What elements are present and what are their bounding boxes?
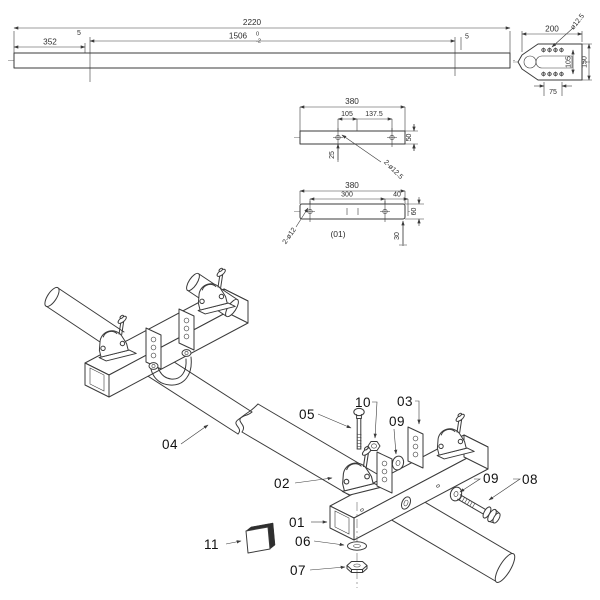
detail-bar-upper: 380 105 137.5 50 25 2-ø12.5 [294, 97, 418, 181]
part-label-03: 03 [397, 394, 413, 409]
part-label-04: 04 [162, 437, 178, 452]
end-plate-hole [523, 55, 537, 69]
part-label-06: 06 [295, 534, 311, 549]
tube-hole [360, 508, 364, 512]
dim-left-offset: 352 [43, 38, 57, 47]
dim-mid-tol-upper: 0 [256, 32, 259, 38]
dim-plate-holes: ø12.5 [570, 13, 587, 31]
part-label-08: 08 [522, 472, 538, 487]
detail-upper-outline [299, 130, 406, 145]
dim-plate-height: 150 [582, 56, 589, 68]
plate-03 [407, 426, 424, 469]
dim-plate-width: 200 [545, 25, 559, 34]
dim-d2-edge: 30 [394, 232, 401, 240]
end-plate-drill-holes [541, 47, 564, 77]
face-washer [400, 496, 412, 510]
dim-d1-offset-b: 137.5 [365, 111, 383, 118]
pipe-break-symbol [235, 411, 253, 435]
nut-10 [367, 441, 381, 451]
part-label-02: 02 [274, 476, 290, 491]
dim-mid-tol-lower: -2 [256, 39, 261, 45]
isometric-exploded-view: 01 02 03 04 05 06 07 08 09 09 10 11 [44, 266, 538, 588]
dim-plate-inner-height: 105 [566, 56, 573, 68]
nut-07 [346, 561, 368, 573]
end-cap-11 [245, 522, 276, 554]
dim-gap-left: 5 [77, 30, 81, 37]
dim-plate-pitch: 75 [549, 89, 557, 96]
tube-hole [436, 484, 440, 488]
dim-d2-holes: 2-ø12 [282, 227, 298, 246]
dim-d1-edge: 25 [329, 151, 336, 159]
bolt-05 [353, 407, 365, 450]
dim-d1-height: 50 [406, 134, 413, 142]
part-label-09-left: 09 [389, 414, 405, 429]
bolt-08 [457, 494, 501, 524]
part-callouts: 01 02 03 04 05 06 07 08 09 09 10 11 [162, 394, 538, 578]
part-label-05: 05 [299, 407, 315, 422]
dim-mid-length: 1506 [229, 32, 248, 41]
dim-d1-length: 380 [345, 97, 359, 106]
dim-d2-length: 380 [345, 181, 359, 190]
dim-d1-holes: 2-ø12.5 [382, 159, 404, 181]
part-label-01: 01 [289, 515, 305, 530]
detail-lower-ref: (01) [330, 229, 345, 239]
end-plate-outline [517, 43, 583, 81]
detail-lower-outline [299, 203, 406, 220]
end-plate-view: 200 ø12.5 105 150 75 [513, 13, 593, 96]
plate-a-washer [148, 362, 159, 370]
dim-d2-height: 60 [411, 208, 418, 216]
bar-outline [13, 52, 511, 69]
dim-gap-right: 5 [465, 34, 469, 41]
part-label-09-right: 09 [483, 471, 499, 486]
part-label-10: 10 [355, 395, 371, 410]
detail-bar-lower: 380 300 40 60 30 2-ø12 (01) [282, 181, 424, 246]
dim-overall-length: 2220 [243, 18, 262, 27]
part-label-11: 11 [204, 537, 219, 552]
pipe-end-face [494, 553, 516, 583]
part-label-07: 07 [290, 563, 306, 578]
clamp-front-plate [376, 451, 393, 494]
washer-06 [347, 541, 367, 551]
plate-b-washer [181, 349, 192, 357]
dim-d2-end: 40 [393, 192, 401, 199]
top-view-long-bar: 2220 352 5 1506 0 -2 5 [8, 18, 516, 82]
dim-d2-pitch: 300 [341, 192, 353, 199]
strap-plate-b [178, 308, 195, 351]
dim-d1-offset-a: 105 [341, 111, 353, 118]
pipe-break-symbol [239, 403, 259, 433]
